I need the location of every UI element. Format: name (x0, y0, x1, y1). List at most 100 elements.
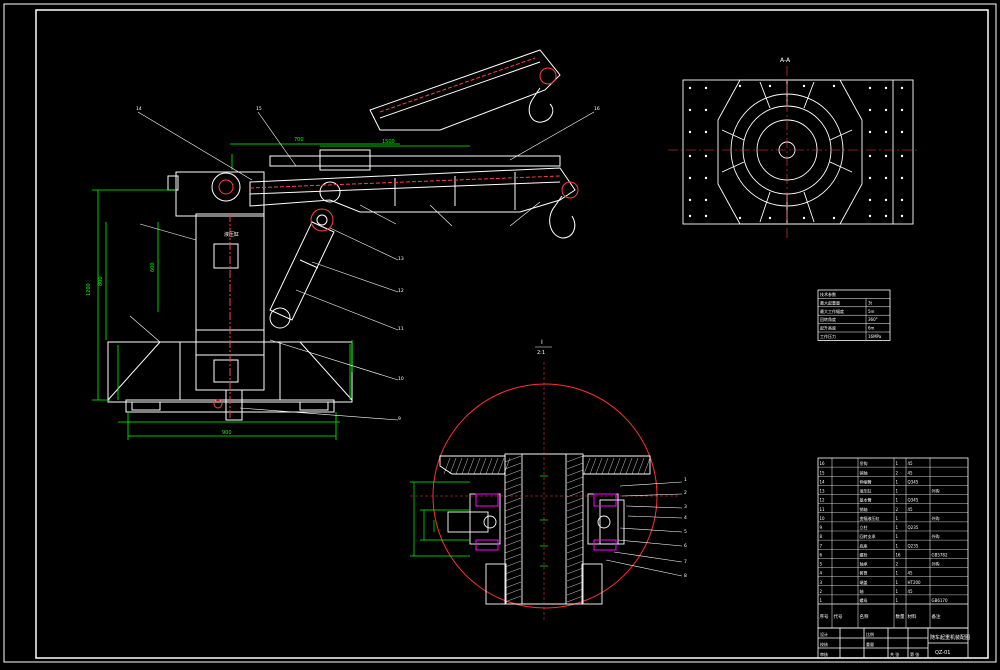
parts-cell: 螺母 (860, 597, 868, 603)
parts-cell: 45 (908, 589, 914, 594)
parts-cell: 3 (820, 580, 823, 585)
hatch-line (566, 462, 584, 470)
hatch-line (443, 457, 451, 475)
bolt-hole (688, 130, 692, 134)
bolt-hole (900, 214, 904, 218)
bolt-hole (900, 108, 904, 112)
outer-frame (3, 3, 997, 663)
hatch-line (504, 553, 522, 561)
hatch-line (566, 532, 584, 540)
balloon-label: 8 (684, 573, 687, 579)
title-cell: 比例 (866, 631, 874, 637)
hatch-line (485, 457, 493, 475)
hatch-line (504, 462, 522, 470)
parts-cell: 1 (820, 598, 823, 603)
parts-cell: 外购 (932, 561, 940, 567)
hatch-line (504, 476, 522, 484)
hatch-line (643, 457, 651, 475)
spec-value: 16MPa (868, 334, 882, 339)
hatch-line (566, 455, 584, 463)
hook-lower (549, 195, 576, 239)
svg-text:1500: 1500 (382, 139, 395, 145)
parts-cell: Q235 (908, 525, 919, 530)
spec-label: 工作压力 (820, 333, 836, 339)
svg-text:1200: 1200 (86, 283, 92, 296)
bolt-hole (768, 216, 772, 220)
cylinder-label: 液压缸 (224, 231, 239, 238)
bolt-hole (688, 214, 692, 218)
parts-cell: 外购 (932, 533, 940, 539)
balloon-label: 10 (398, 376, 404, 382)
balloon-label: 14 (136, 106, 142, 112)
luffing-pin-top (310, 208, 334, 232)
svg-text:900: 900 (222, 430, 232, 436)
hatch-line (566, 476, 584, 484)
spec-value: 3t (868, 300, 873, 305)
balloon-label: 7 (684, 559, 687, 565)
hatch-line (589, 457, 597, 475)
hatch-line (449, 457, 457, 475)
parts-cell: 1 (896, 598, 899, 603)
bolt-hole (868, 198, 872, 202)
title-cell: 重量 (866, 641, 874, 647)
parts-cell: 11 (820, 507, 826, 512)
bolt-hole (884, 108, 888, 112)
hatch-line (566, 469, 584, 477)
hatch-line (631, 457, 639, 475)
parts-cell: Q345 (908, 479, 919, 484)
luffing-cylinder (269, 221, 335, 321)
bolt-hole (688, 108, 692, 112)
bolt-hole (868, 130, 872, 134)
spec-value: 5m (868, 309, 875, 314)
parts-cell: GB6170 (932, 598, 948, 603)
detail-mark-letter: I (541, 339, 543, 346)
plan-base-plate (682, 79, 914, 225)
balloon-label: 5 (684, 529, 687, 535)
parts-cell: 1 (896, 580, 899, 585)
parts-cell: 16 (820, 461, 826, 466)
parts-cell: 1 (896, 516, 899, 521)
telescopic-cylinder (269, 155, 561, 167)
hatch-line (504, 595, 522, 603)
hatch-line (504, 525, 522, 533)
plan-view (682, 79, 914, 225)
balloon-label: 4 (684, 515, 687, 521)
parts-cell: 基本臂 (860, 497, 872, 503)
parts-cell: 14 (820, 479, 826, 484)
hatch-line (566, 581, 584, 589)
balloon-label: 1 (684, 477, 687, 483)
parts-cell: 45 (908, 461, 914, 466)
bolt-hole (832, 84, 836, 88)
parts-cell: 螺栓 (860, 551, 868, 557)
parts-cell: 2 (896, 507, 899, 512)
parts-cell: GB5782 (932, 552, 948, 557)
parts-cell: 9 (820, 525, 823, 530)
spec-label: 回转角度 (820, 316, 836, 322)
svg-text:800: 800 (98, 276, 104, 286)
title-text: 随车起重机装配图 (930, 634, 970, 641)
raised-boom (369, 49, 561, 131)
hatch-line (566, 560, 584, 568)
bolt-hole (704, 176, 708, 180)
balloon-label: 3 (684, 504, 687, 510)
bolt-hole (688, 86, 692, 90)
bolt-hole (802, 84, 806, 88)
dimension-text: 1200 800 600 900 700 1500 (86, 137, 395, 436)
spec-label: 起升高度 (820, 325, 836, 331)
hatch-line (566, 539, 584, 547)
bolt-hole (832, 216, 836, 220)
hatch-line (566, 483, 584, 491)
parts-cell: 1 (896, 525, 899, 530)
balloon-label: 6 (684, 543, 687, 549)
hatch-line (566, 567, 584, 575)
luffing-pin-bottom (269, 307, 291, 329)
parts-cell: 销轴 (860, 469, 868, 475)
parts-header: 序号 (820, 613, 829, 620)
bolt-hole (802, 216, 806, 220)
hatch-line (461, 457, 469, 475)
bolt-hole (884, 176, 888, 180)
